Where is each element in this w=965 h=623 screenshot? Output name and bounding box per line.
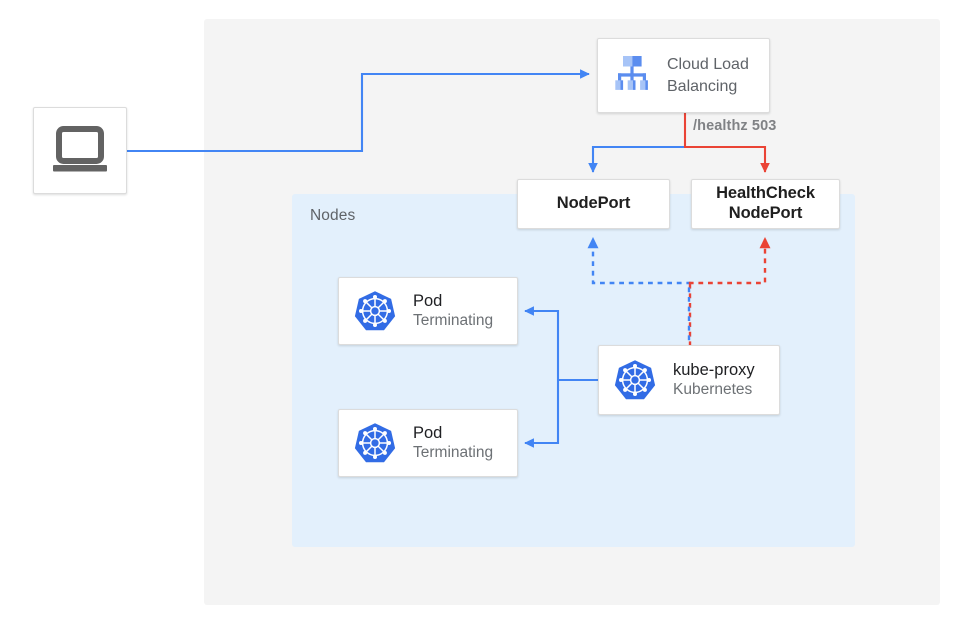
pod-text-2: Pod Terminating [413,423,493,464]
nodeport-card[interactable]: NodePort [517,179,670,229]
nodes-region-label: Nodes [310,207,356,224]
client-card[interactable] [33,107,127,194]
pod-card-2[interactable]: Pod Terminating [338,409,518,477]
kube-proxy-text: kube-proxy Kubernetes [673,360,755,401]
pod-title-2: Pod [413,423,443,442]
kubernetes-icon [354,423,396,463]
kube-proxy-card[interactable]: kube-proxy Kubernetes [598,345,780,415]
pod-title-1: Pod [413,291,443,310]
healthcheck-nodeport-line1: HealthCheck [716,184,815,203]
cloud-load-balancing-card[interactable]: Cloud Load Balancing [597,38,770,113]
pod-text-1: Pod Terminating [413,291,493,332]
healthcheck-nodeport-label: HealthCheck NodePort [716,184,815,224]
pod-card-1[interactable]: Pod Terminating [338,277,518,345]
cloud-load-balancing-line1: Cloud Load [667,56,749,74]
kube-proxy-title: kube-proxy [673,360,755,379]
healthcheck-nodeport-card[interactable]: HealthCheck NodePort [691,179,840,229]
cloud-load-balancing-line2: Balancing [667,77,738,95]
healthcheck-nodeport-line2: NodePort [728,204,803,222]
cloud-load-balancing-label: Cloud Load Balancing [667,54,749,97]
kubernetes-icon [354,291,396,331]
kubernetes-icon [614,360,656,400]
nodeport-label: NodePort [556,194,631,213]
cloud-load-balancing-icon [609,51,655,100]
kube-proxy-subtitle: Kubernetes [673,381,753,399]
pod-status-2: Terminating [413,444,494,462]
healthz-edge-label: /healthz 503 [693,118,777,134]
laptop-icon [53,125,107,171]
pod-status-1: Terminating [413,312,494,330]
